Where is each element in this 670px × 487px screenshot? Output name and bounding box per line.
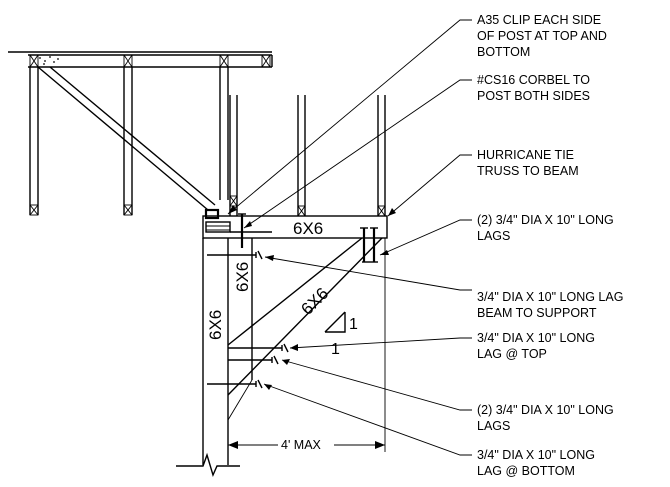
- vertical-lags: [360, 227, 378, 263]
- brace-label: 6X6: [297, 284, 332, 319]
- note-cs16-corbel: #CS16 CORBEL TO POST BOTH SIDES: [477, 73, 594, 103]
- main-post: [176, 238, 240, 478]
- post-label: 6X6: [206, 310, 225, 340]
- note-lag-at-bottom: 3/4" DIA X 10" LONG LAG @ BOTTOM: [477, 448, 598, 478]
- dimension-line: [228, 238, 386, 452]
- leader-lines: [227, 19, 472, 456]
- beam-label: 6X6: [293, 219, 323, 238]
- beam: [202, 208, 388, 248]
- note-lag-beam-to-support: 3/4" DIA X 10" LONG LAG BEAM TO SUPPORT: [477, 290, 627, 320]
- dimension-label: 4' MAX: [281, 438, 322, 452]
- note-two-lags-bottom: (2) 3/4" DIA X 10" LONG LAGS: [477, 403, 617, 433]
- note-a35-clip: A35 CLIP EACH SIDE OF POST AT TOP AND BO…: [477, 13, 610, 59]
- roof-truss-framing: [8, 51, 273, 216]
- note-lag-at-top: 3/4" DIA X 10" LONG LAG @ TOP: [477, 331, 598, 361]
- note-two-lags-top: (2) 3/4" DIA X 10" LONG LAGS: [477, 213, 617, 243]
- vertical-studs: [229, 95, 386, 217]
- lag-screws: [207, 250, 289, 389]
- diagonal-brace: [227, 237, 383, 396]
- slope-run: 1: [331, 341, 340, 358]
- slope-indicator: [324, 311, 346, 333]
- leader-arrowheads: [228, 205, 396, 390]
- note-hurricane-tie: HURRICANE TIE TRUSS TO BEAM: [477, 148, 579, 178]
- support-member: [227, 238, 253, 421]
- notes: A35 CLIP EACH SIDE OF POST AT TOP AND BO…: [477, 13, 627, 478]
- support-label: 6X6: [233, 262, 252, 292]
- slope-rise: 1: [349, 316, 358, 333]
- chord-hatch: [39, 56, 59, 65]
